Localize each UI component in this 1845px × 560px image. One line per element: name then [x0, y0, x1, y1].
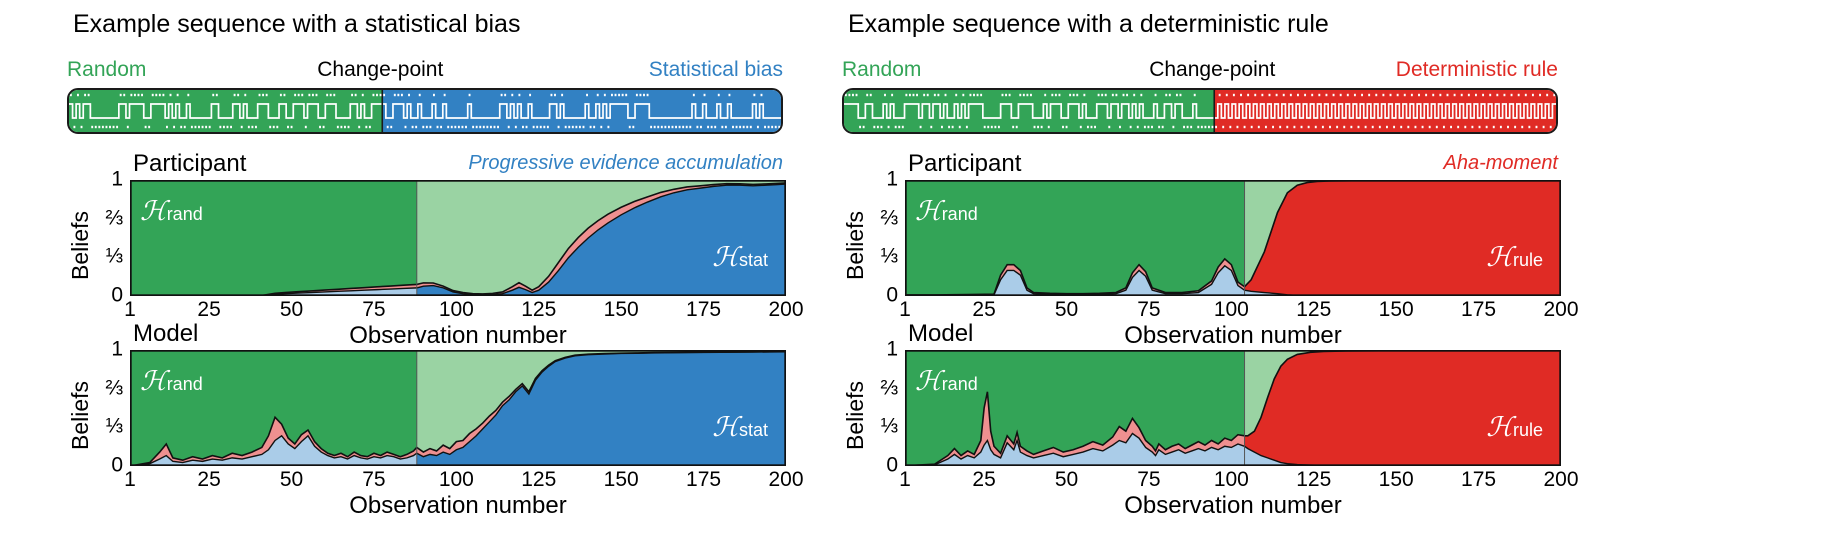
y-tick: ⅔ — [105, 206, 123, 230]
hypothesis-label-alt: ℋrule — [1486, 242, 1543, 272]
subplot-annotation: Aha-moment — [1443, 152, 1559, 174]
y-tick: 1 — [111, 167, 123, 191]
x-tick: 200 — [768, 468, 804, 491]
y-tick-labels: 1 ⅔ ⅓ 0 — [55, 168, 123, 307]
x-tick: 75 — [362, 298, 386, 321]
x-tick: 25 — [972, 298, 996, 321]
hypothesis-label-rand: ℋrand — [140, 366, 203, 396]
x-tick: 50 — [1054, 468, 1079, 491]
y-tick: ⅓ — [105, 414, 123, 438]
sequence-labels: Random Change-point Deterministic rule — [842, 58, 1558, 84]
x-tick: 175 — [1461, 468, 1497, 491]
x-tick: 1 — [124, 468, 136, 491]
x-tick: 200 — [1543, 298, 1579, 321]
sequence-label-left: Random — [67, 58, 147, 81]
x-axis-title: Observation number — [349, 322, 567, 349]
y-tick: ⅔ — [880, 206, 898, 230]
y-tick-labels: 1 ⅔ ⅓ 0 — [55, 338, 123, 477]
subplot-title: Participant — [133, 150, 247, 177]
panel-title: Example sequence with a deterministic ru… — [848, 10, 1329, 38]
y-tick: ⅔ — [105, 376, 123, 400]
x-tick: 100 — [438, 468, 474, 491]
y-tick: ⅓ — [880, 414, 898, 438]
x-tick: 1 — [124, 298, 136, 321]
sequence-strip: Random Change-point Deterministic rule — [842, 58, 1558, 134]
hypothesis-label-rand: ℋrand — [140, 196, 203, 226]
x-tick: 100 — [438, 298, 474, 321]
sequence-label-changepoint: Change-point — [317, 58, 444, 81]
x-axis-title: Observation number — [1124, 322, 1342, 349]
x-tick: 150 — [1378, 468, 1414, 491]
y-tick: 0 — [886, 283, 898, 307]
x-tick: 200 — [768, 298, 804, 321]
x-tick: 25 — [197, 298, 221, 321]
panel-title: Example sequence with a statistical bias — [73, 10, 521, 38]
sequence-bar — [67, 88, 783, 134]
x-tick: 75 — [1137, 468, 1161, 491]
subplot-title: Participant — [908, 150, 1022, 177]
y-tick: ⅓ — [105, 244, 123, 268]
x-tick: 50 — [279, 468, 304, 491]
panel-deterministic: Example sequence with a deterministic ru… — [830, 0, 1630, 560]
x-tick: 175 — [686, 468, 722, 491]
x-tick: 125 — [521, 468, 557, 491]
hypothesis-label-alt: ℋstat — [712, 242, 768, 272]
y-tick: 1 — [886, 337, 898, 361]
x-tick: 75 — [1137, 298, 1161, 321]
x-tick: 1 — [899, 468, 911, 491]
hypothesis-label-rand: ℋrand — [915, 196, 978, 226]
y-tick-labels: 1 ⅔ ⅓ 0 — [830, 338, 898, 477]
y-tick: 0 — [886, 453, 898, 477]
panel-statistical: Example sequence with a statistical bias… — [55, 0, 855, 560]
y-tick: ⅔ — [880, 376, 898, 400]
y-tick: 0 — [111, 283, 123, 307]
x-tick: 100 — [1213, 468, 1249, 491]
subplot-title: Model — [133, 320, 199, 347]
hypothesis-label-rand: ℋrand — [915, 366, 978, 396]
x-tick: 150 — [603, 298, 639, 321]
x-tick: 175 — [1461, 298, 1497, 321]
x-tick: 150 — [1378, 298, 1414, 321]
x-tick: 1 — [899, 298, 911, 321]
sequence-strip: Random Change-point Statistical bias — [67, 58, 783, 134]
y-tick: 0 — [111, 453, 123, 477]
x-axis-title: Observation number — [349, 492, 567, 519]
x-tick: 175 — [686, 298, 722, 321]
x-tick: 125 — [521, 298, 557, 321]
sequence-labels: Random Change-point Statistical bias — [67, 58, 783, 84]
x-tick: 200 — [1543, 468, 1579, 491]
x-tick: 75 — [362, 468, 386, 491]
subplot-title: Model — [908, 320, 974, 347]
x-tick: 25 — [972, 468, 996, 491]
x-tick: 25 — [197, 468, 221, 491]
sequence-label-changepoint: Change-point — [1149, 58, 1276, 81]
x-tick: 150 — [603, 468, 639, 491]
y-tick-labels: 1 ⅔ ⅓ 0 — [830, 168, 898, 307]
x-tick: 50 — [279, 298, 304, 321]
y-tick: ⅓ — [880, 244, 898, 268]
sequence-bar — [842, 88, 1558, 134]
sequence-label-left: Random — [842, 58, 922, 81]
sequence-label-right: Statistical bias — [648, 58, 783, 81]
x-tick: 125 — [1296, 468, 1332, 491]
subplot-annotation: Progressive evidence accumulation — [468, 152, 783, 174]
x-tick: 100 — [1213, 298, 1249, 321]
hypothesis-label-alt: ℋstat — [712, 412, 768, 442]
x-axis-title: Observation number — [1124, 492, 1342, 519]
x-tick: 50 — [1054, 298, 1079, 321]
y-tick: 1 — [111, 337, 123, 361]
x-tick: 125 — [1296, 298, 1332, 321]
hypothesis-label-alt: ℋrule — [1486, 412, 1543, 442]
sequence-label-right: Deterministic rule — [1395, 58, 1558, 81]
y-tick: 1 — [886, 167, 898, 191]
